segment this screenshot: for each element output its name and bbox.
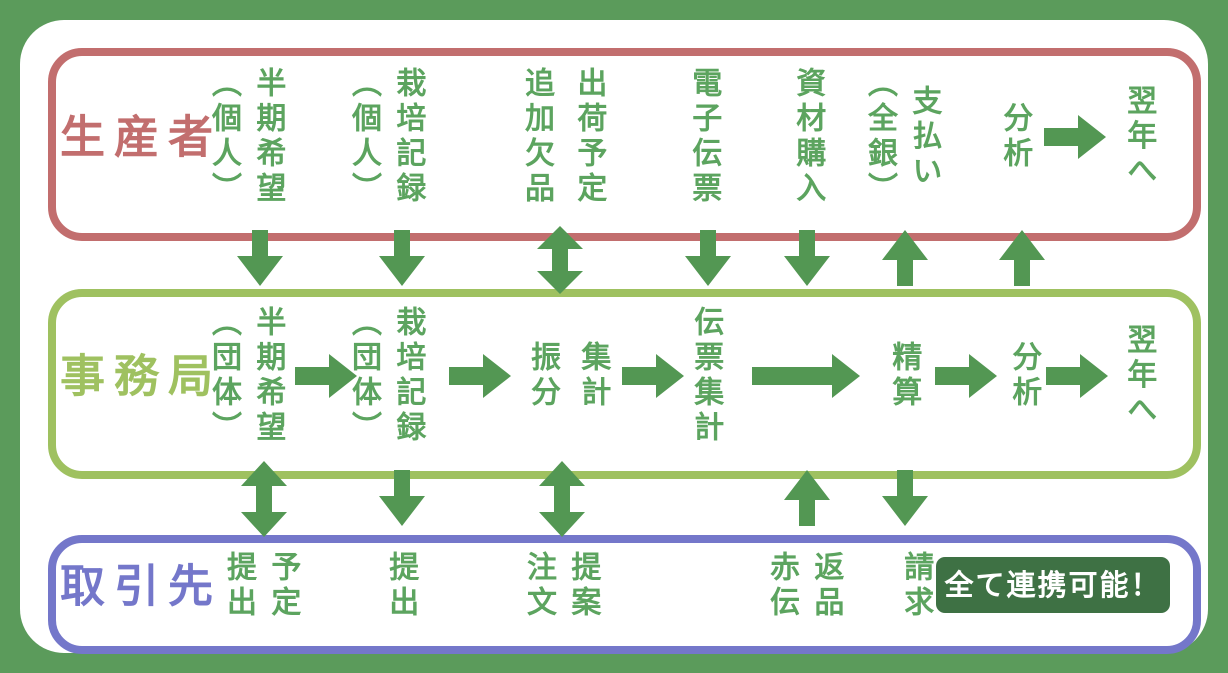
office-item-settlement: 精算 [886, 341, 922, 411]
vertical-label: 提出 [221, 551, 256, 621]
producer-item-material-purchase: 資材購入 [790, 67, 826, 207]
arrow-right-icon [295, 354, 357, 398]
office-item-half-year-request: 半期希望 （団体） [206, 306, 286, 446]
office-row-title: 事務局 [60, 349, 223, 403]
producer-item-electronic-slip: 電子伝票 [686, 67, 722, 207]
office-item-next-year: 翌年へ [1121, 323, 1157, 429]
partner-box [48, 535, 1201, 654]
arrow-down-icon [379, 470, 425, 526]
arrow-up-down-icon [537, 226, 583, 294]
vertical-label: 翌年へ [1121, 323, 1157, 429]
arrow-up-icon [784, 470, 830, 526]
producer-item-cultivation-record: 栽培記録 （個人） [346, 67, 426, 207]
arrow-right-long-icon [752, 354, 860, 398]
partner-item-return-red-slip: 返品 赤伝 [764, 551, 844, 621]
vertical-label: 集計 [575, 341, 611, 411]
arrow-up-icon [882, 230, 928, 286]
vertical-label: 分析 [1006, 341, 1042, 411]
producer-item-analysis: 分析 [997, 102, 1033, 172]
vertical-label: 追加欠品 [519, 67, 554, 207]
vertical-label: 支払い [906, 84, 942, 190]
partner-item-billing: 請求 [898, 551, 934, 621]
arrow-right-icon [935, 354, 997, 398]
all-linkable-badge-label: 全て連携可能！ [944, 567, 1162, 602]
arrow-right-icon [1046, 354, 1108, 398]
vertical-label: 振分 [525, 341, 560, 411]
diagram-sheet [20, 20, 1208, 653]
partner-row-title: 取引先 [60, 559, 223, 613]
vertical-label-note: （団体） [346, 306, 381, 446]
office-item-slip-tally: 伝票集計 [688, 306, 724, 446]
vertical-label: 半期希望 [250, 67, 286, 207]
office-item-tally-allocation: 集計 振分 [525, 341, 611, 411]
arrow-down-icon [685, 230, 731, 286]
partner-item-submission: 提出 [383, 551, 419, 621]
arrow-down-icon [784, 230, 830, 286]
vertical-label: 栽培記録 [390, 67, 426, 207]
arrow-down-icon [882, 470, 928, 526]
vertical-label: 翌年へ [1121, 84, 1157, 190]
vertical-label-note: （個人） [346, 67, 381, 207]
vertical-label: 提案 [565, 551, 601, 621]
arrow-down-icon [379, 230, 425, 286]
office-item-cultivation-record: 栽培記録 （団体） [346, 306, 426, 446]
vertical-label: 出荷予定 [571, 67, 607, 207]
producer-item-payment: 支払い （全銀） [862, 67, 942, 207]
vertical-label: 半期希望 [250, 306, 286, 446]
vertical-label: 返品 [808, 551, 844, 621]
partner-item-plan-submission: 予定 提出 [221, 551, 301, 621]
vertical-label: 栽培記録 [390, 306, 426, 446]
vertical-label: 資材購入 [790, 67, 826, 207]
vertical-label: 提出 [383, 551, 419, 621]
vertical-label-note: （全銀） [862, 67, 897, 207]
producer-item-next-year: 翌年へ [1121, 84, 1157, 190]
office-item-analysis: 分析 [1006, 341, 1042, 411]
arrow-up-down-icon [241, 461, 287, 537]
arrow-right-icon [1044, 115, 1106, 159]
arrow-right-icon [622, 354, 684, 398]
vertical-label: 予定 [265, 551, 301, 621]
producer-item-half-year-request: 半期希望 （個人） [206, 67, 286, 207]
arrow-down-icon [237, 230, 283, 286]
producer-box [48, 48, 1201, 241]
arrow-right-icon [449, 354, 511, 398]
arrow-up-down-icon [539, 461, 585, 537]
partner-item-proposal-order: 提案 注文 [521, 551, 601, 621]
vertical-label: 赤伝 [764, 551, 799, 621]
producer-item-shipping-plan-shortage: 出荷予定 追加欠品 [519, 67, 607, 207]
office-box [48, 289, 1201, 479]
vertical-label: 注文 [521, 551, 556, 621]
producer-row-title: 生産者 [60, 110, 223, 164]
vertical-label-note: （個人） [206, 67, 241, 207]
vertical-label: 精算 [886, 341, 922, 411]
vertical-label: 伝票集計 [688, 306, 724, 446]
all-linkable-badge: 全て連携可能！ [936, 557, 1170, 613]
arrow-up-icon [999, 230, 1045, 286]
vertical-label: 請求 [898, 551, 934, 621]
vertical-label: 電子伝票 [686, 67, 722, 207]
vertical-label: 分析 [997, 102, 1033, 172]
vertical-label-note: （団体） [206, 306, 241, 446]
